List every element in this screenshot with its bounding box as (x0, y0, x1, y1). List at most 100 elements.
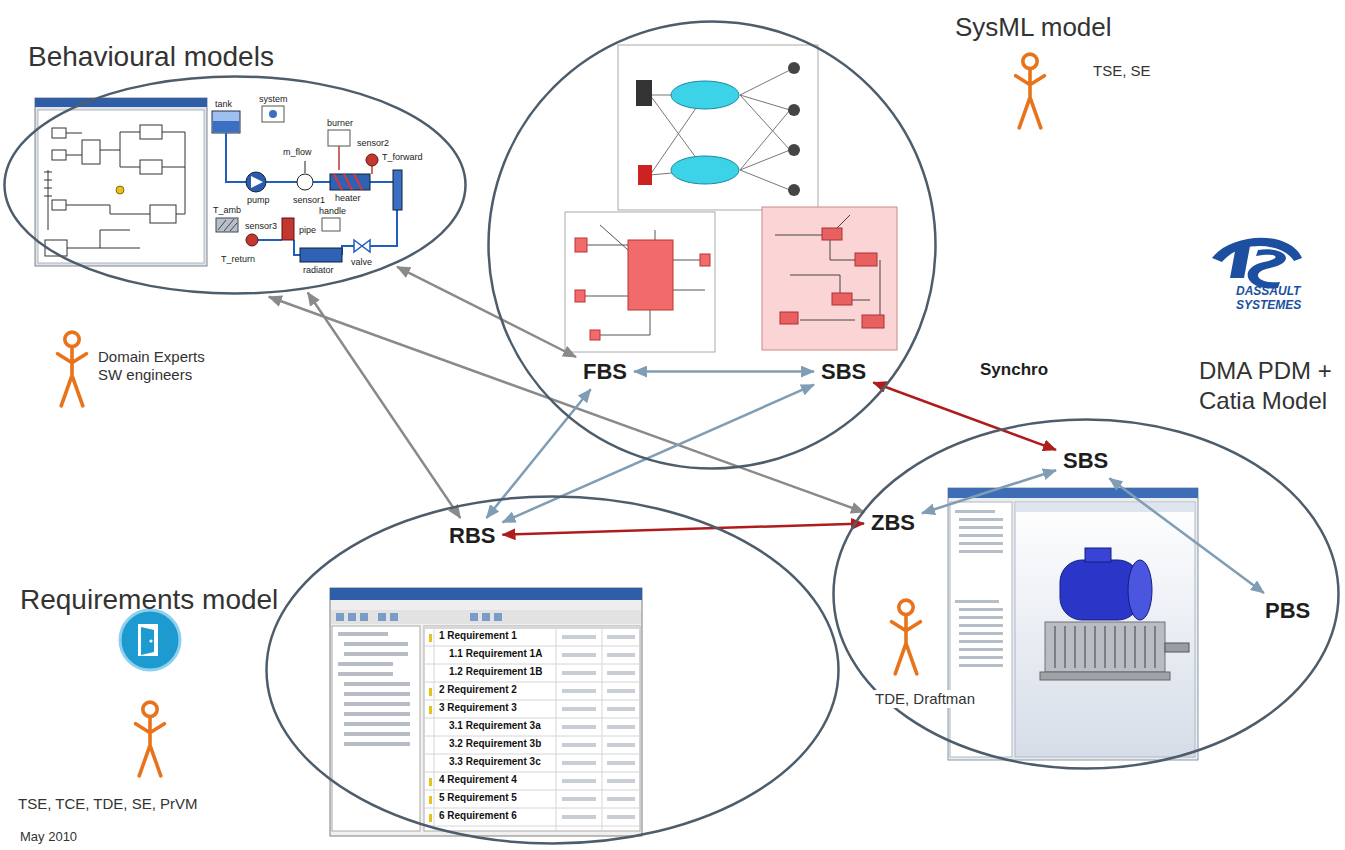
modelica-diagram (370, 181, 393, 183)
dassault-logo (1230, 246, 1250, 278)
sysml-activity-diagram (855, 253, 877, 266)
connector-label: Synchro (978, 360, 1050, 380)
doors-screenshot (607, 707, 635, 711)
simulink-screenshot (66, 132, 185, 214)
doors-screenshot (344, 692, 410, 696)
simulink-screenshot (140, 125, 162, 139)
simulink-screenshot (150, 205, 176, 223)
requirements-tool-icon (141, 627, 154, 655)
simulink-screenshot (52, 200, 66, 210)
sysml-block-diagram (565, 212, 715, 352)
catia-screenshot (959, 648, 1003, 651)
sysml-use-case-diagram (636, 80, 652, 106)
connector-arrow (634, 370, 814, 373)
modelica-diagram (251, 176, 263, 188)
sysml-activity-diagram (822, 228, 842, 240)
modelica-diagram (226, 133, 397, 255)
doors-screenshot (378, 613, 386, 621)
catia-screenshot (959, 608, 1003, 611)
component-name: pipe (298, 225, 317, 236)
region-outline (489, 22, 936, 469)
simulink-screenshot (52, 150, 66, 160)
modelica-diagram (366, 154, 378, 166)
modelica-diagram (226, 133, 246, 182)
catia-screenshot (1055, 626, 1155, 668)
connector-arrow (269, 297, 864, 512)
person-icon (1016, 54, 1045, 128)
sysml-block-diagram (700, 254, 710, 266)
doors-screenshot (424, 629, 640, 831)
doors-screenshot (429, 634, 432, 642)
modelica-diagram (269, 110, 277, 118)
simulink-screenshot (35, 98, 207, 266)
component-name: pump (246, 195, 271, 206)
doors-screenshot (607, 761, 635, 765)
simulink-screenshot (35, 98, 207, 107)
doors-screenshot (562, 635, 596, 639)
doors-screenshot (562, 653, 596, 657)
sysml-block-diagram (565, 212, 715, 352)
component-name: heater (334, 193, 362, 204)
connector-arrow (503, 385, 815, 523)
sysml-block-diagram (575, 238, 587, 252)
connector-arrow (922, 470, 1056, 513)
region-outline (265, 495, 840, 845)
doors-screenshot (332, 626, 420, 831)
structure-label: SBS (1060, 447, 1111, 474)
dassault-logo (1248, 249, 1286, 288)
doors-screenshot (344, 652, 408, 656)
modelica-diagram (370, 210, 397, 246)
doors-screenshot (336, 613, 344, 621)
doors-screenshot (429, 706, 432, 714)
modelica-diagram (213, 121, 239, 132)
simulink-screenshot (116, 186, 124, 194)
modelica-diagram (342, 246, 354, 255)
doors-screenshot (338, 632, 388, 636)
component-name: sensor1 (292, 195, 326, 206)
doors-screenshot (344, 712, 410, 716)
doors-screenshot (360, 613, 368, 621)
region-ellipse: SysML modelFBSSBS (487, 20, 937, 470)
catia-screenshot (959, 534, 1003, 537)
region-heading: Behavioural models (28, 40, 274, 74)
structure-code: RBS (449, 523, 495, 548)
role-label: TSE, SE (1093, 62, 1151, 80)
catia-screenshot (959, 518, 1003, 521)
doors-screenshot (562, 797, 596, 801)
region-heading: SysML model (955, 12, 1112, 43)
person-icon (136, 702, 165, 776)
region-ellipse: Requirements modelRBS (265, 495, 840, 845)
region-heading: DMA PDM + Catia Model (1199, 356, 1339, 416)
doors-screenshot (607, 671, 635, 675)
structure-label: PBS (1262, 597, 1313, 624)
sysml-activity-diagram (862, 315, 884, 328)
requirements-tool-icon (149, 639, 152, 642)
modelica-diagram (212, 111, 240, 133)
structure-code: SBS (1063, 448, 1108, 473)
dassault-logo (1212, 238, 1302, 289)
simulink-screenshot (35, 98, 207, 266)
role-label: TSE, TCE, TDE, SE, PrVM (18, 795, 197, 813)
catia-screenshot (955, 510, 995, 513)
catia-screenshot (959, 640, 1003, 643)
catia-screenshot (948, 488, 1198, 760)
modelica-diagram (266, 181, 297, 183)
person-icon (892, 600, 921, 674)
doors-screenshot (607, 797, 635, 801)
structure-code: PBS (1265, 598, 1310, 623)
catia-screenshot (1040, 672, 1170, 680)
doors-screenshot (338, 662, 393, 666)
sysml-use-case-diagram (650, 70, 790, 190)
requirement-row: 3 Requirement 3 (438, 702, 518, 714)
doors-screenshot (607, 689, 635, 693)
sysml-activity-diagram (775, 215, 880, 320)
catia-screenshot (959, 550, 1003, 553)
sysml-block-diagram (585, 225, 705, 335)
doors-screenshot (607, 725, 635, 729)
doors-screenshot (429, 688, 432, 696)
component-name: burner (326, 118, 354, 129)
doors-screenshot (607, 653, 635, 657)
connector-arrow (308, 293, 461, 519)
doors-screenshot (562, 743, 596, 747)
